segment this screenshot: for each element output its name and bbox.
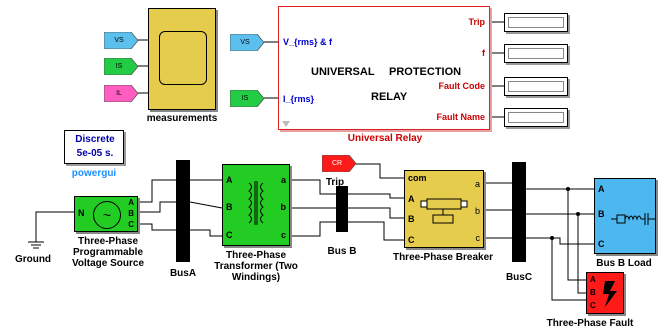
load-port-c: C bbox=[598, 239, 605, 249]
fault-port-c: C bbox=[590, 301, 596, 310]
source-port-b: B bbox=[128, 209, 134, 218]
breaker-label: Three-Phase Breaker bbox=[392, 252, 494, 263]
fault-port-a: A bbox=[590, 275, 596, 284]
load-block[interactable]: A B C bbox=[594, 178, 656, 254]
relay-output-fault-code: Fault Code bbox=[438, 81, 486, 91]
transformer-port-b-primary: B bbox=[226, 202, 233, 212]
transformer-port-a-secondary: a bbox=[280, 175, 286, 185]
load-port-a: A bbox=[598, 184, 605, 194]
breaker-port-com: com bbox=[408, 173, 427, 183]
source-port-n: N bbox=[78, 208, 85, 218]
load-rlc-icon bbox=[611, 213, 655, 225]
fault-port-b: B bbox=[590, 288, 596, 297]
display-fault-name[interactable] bbox=[504, 108, 568, 127]
display-trip[interactable] bbox=[504, 13, 568, 32]
breaker-port-a-in: A bbox=[408, 194, 415, 204]
source-label: Three-Phase Programmable Voltage Source bbox=[71, 236, 145, 269]
source-port-c: C bbox=[128, 220, 134, 229]
fault-lightning-icon bbox=[603, 281, 617, 307]
goto-tag-vs-relay[interactable]: VS bbox=[230, 34, 266, 51]
bus-c-block[interactable] bbox=[512, 162, 526, 262]
bus-c-label: BusC bbox=[505, 272, 533, 283]
relay-output-f: f bbox=[482, 48, 485, 58]
goto-tag-vs-meas[interactable]: VS bbox=[104, 32, 140, 49]
goto-tag-label: IS bbox=[115, 63, 123, 70]
transformer-port-c-primary: C bbox=[226, 230, 233, 240]
transformer-block[interactable]: A B C a b c bbox=[222, 164, 290, 246]
trip-tag-text: CR bbox=[331, 160, 343, 167]
transformer-port-a-primary: A bbox=[226, 175, 233, 185]
breaker-port-c-out: c bbox=[475, 233, 481, 243]
source-port-a: A bbox=[128, 198, 134, 207]
trip-label: Trip bbox=[325, 177, 345, 188]
transformer-port-c-secondary: c bbox=[280, 230, 286, 240]
goto-tag-label: VS bbox=[240, 39, 250, 46]
powergui-mode: Discrete bbox=[75, 134, 115, 145]
mask-arrow-icon bbox=[282, 121, 290, 127]
relay-title-protection: PROTECTION bbox=[389, 66, 462, 78]
transformer-label: Three-Phase Transformer (Two Windings) bbox=[214, 250, 298, 283]
goto-tag-label: VS bbox=[114, 37, 124, 44]
relay-output-fault-name: Fault Name bbox=[436, 112, 485, 122]
breaker-port-b-out: b bbox=[474, 206, 480, 216]
goto-tag-label: IL bbox=[116, 90, 122, 97]
load-port-b: B bbox=[598, 209, 605, 219]
fault-label: Three-Phase Fault bbox=[546, 318, 634, 329]
three-phase-source-block[interactable]: N ~ A B C bbox=[74, 196, 138, 232]
relay-input-vrms: V_{rms} & f bbox=[283, 37, 333, 47]
transformer-port-b-secondary: b bbox=[280, 202, 287, 212]
bus-b-block[interactable] bbox=[336, 186, 348, 232]
universal-relay-block[interactable]: V_{rms} & f I_{rms} Trip f Fault Code Fa… bbox=[278, 6, 490, 130]
breaker-port-b-in: B bbox=[408, 214, 415, 224]
relay-title-relay: RELAY bbox=[371, 91, 408, 103]
load-label: Bus B Load bbox=[596, 258, 652, 269]
breaker-port-a-out: a bbox=[474, 179, 480, 189]
ground-label: Ground bbox=[14, 254, 52, 265]
transformer-coil-icon bbox=[248, 181, 264, 225]
trip-goto-tag[interactable]: CR bbox=[322, 155, 358, 172]
bus-a-label: BusA bbox=[169, 268, 197, 279]
relay-title-universal: UNIVERSAL bbox=[311, 66, 375, 78]
display-fault-code[interactable] bbox=[504, 77, 568, 96]
goto-tag-il-meas[interactable]: IL bbox=[104, 85, 140, 102]
fault-block[interactable]: A B C bbox=[586, 272, 624, 314]
universal-relay-label: Universal Relay bbox=[347, 133, 423, 144]
bus-a-block[interactable] bbox=[176, 160, 190, 262]
goto-tag-is-relay[interactable]: IS bbox=[230, 90, 266, 107]
powergui-block[interactable]: Discrete 5e-05 s. bbox=[64, 130, 124, 164]
breaker-switch-icon bbox=[420, 198, 468, 224]
relay-output-trip: Trip bbox=[468, 17, 485, 27]
measurements-block[interactable] bbox=[148, 8, 216, 110]
ac-source-icon: ~ bbox=[93, 201, 121, 229]
scope-screen-icon bbox=[159, 31, 207, 85]
powergui-label: powergui bbox=[71, 168, 117, 179]
breaker-port-c-in: C bbox=[408, 235, 415, 245]
powergui-sample-time: 5e-05 s. bbox=[76, 148, 114, 159]
breaker-block[interactable]: com A B C a b c bbox=[404, 170, 484, 248]
goto-tag-is-meas[interactable]: IS bbox=[104, 58, 140, 75]
bus-b-label: Bus B bbox=[327, 246, 357, 257]
display-f[interactable] bbox=[504, 44, 568, 63]
relay-input-irms: I_{rms} bbox=[283, 94, 315, 104]
goto-tag-label: IS bbox=[241, 95, 249, 102]
measurements-label: measurements bbox=[146, 113, 218, 124]
